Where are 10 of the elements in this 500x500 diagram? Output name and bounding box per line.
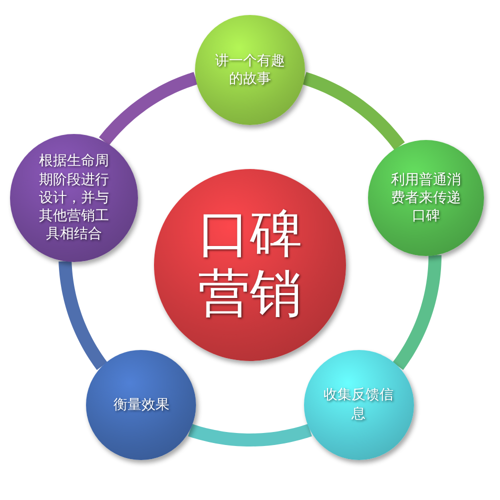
ring-arc [188,424,312,446]
node-label: 根据生命周期阶段进行设计，并与其他营销工具相结合 [38,152,110,244]
node-label: 收集反馈信息 [322,386,395,423]
ring-arc [58,260,108,370]
node-label: 利用普通消费者来传递口碑 [390,170,462,226]
ring-arc [302,72,405,150]
node-label: 讲一个有趣的故事 [214,52,286,88]
ring-arc [392,254,442,370]
center-title: 口碑营销 [197,205,303,325]
node-label: 衡量效果 [112,396,170,414]
